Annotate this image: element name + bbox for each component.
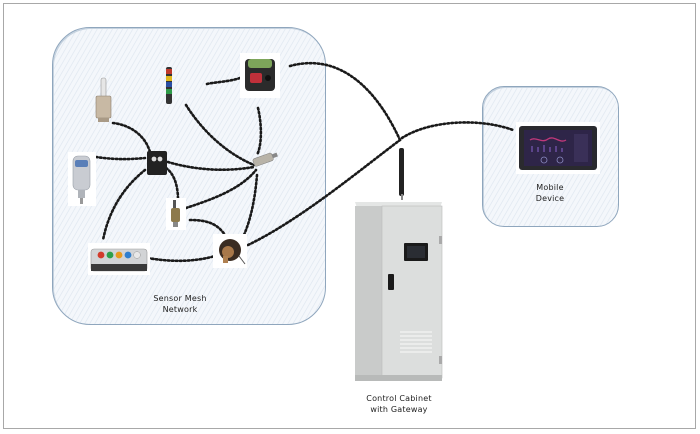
proximity-sensor-icon[interactable] xyxy=(250,148,280,170)
sensor-mesh-label-line1: Sensor Mesh xyxy=(153,294,207,303)
link-stack-to-prox-a xyxy=(184,103,256,167)
link-encoder-to-gateway xyxy=(246,138,402,247)
link-photo-to-stack xyxy=(205,76,242,86)
mobile-device-label-line1: Mobile xyxy=(536,183,564,192)
limit-switch-icon[interactable] xyxy=(92,76,118,124)
link-prox-b-to-prox-a xyxy=(184,168,258,210)
link-prox-a-to-encoder xyxy=(238,173,259,245)
link-buttons-to-encoder xyxy=(146,254,217,263)
mobile-device-label: Mobile Device xyxy=(500,182,600,204)
control-cabinet-icon[interactable] xyxy=(352,146,446,386)
link-photo-to-gateway xyxy=(288,61,402,142)
link-pressure-to-vision xyxy=(94,155,147,161)
link-vision-to-prox-a xyxy=(166,160,256,172)
mobile-device-label-line2: Device xyxy=(535,194,565,203)
photoelectric-sensor-icon[interactable] xyxy=(240,53,280,98)
tablet-icon[interactable] xyxy=(516,122,600,174)
link-vision-to-prox-b xyxy=(164,166,180,202)
link-gateway-to-tablet xyxy=(400,121,515,140)
rotary-encoder-icon[interactable] xyxy=(213,234,247,268)
control-cabinet-label: Control Cabinet with Gateway xyxy=(344,393,454,415)
sensor-mesh-label-line2: Network xyxy=(162,305,198,314)
link-vision-to-buttons xyxy=(101,168,147,242)
small-proximity-sensor-icon[interactable] xyxy=(166,198,186,230)
sensor-mesh-network-group xyxy=(52,27,326,325)
control-cabinet-label-line2: with Gateway xyxy=(370,405,428,414)
stack-light-icon[interactable] xyxy=(162,66,176,106)
compact-sensor-icon[interactable] xyxy=(145,148,169,178)
control-cabinet-label-line1: Control Cabinet xyxy=(366,394,432,403)
sensor-mesh-label: Sensor Mesh Network xyxy=(130,293,230,315)
link-limit-to-vision xyxy=(111,121,152,154)
link-photo-to-prox-a xyxy=(255,106,263,157)
push-button-station-icon[interactable] xyxy=(88,243,150,275)
pressure-sensor-icon[interactable] xyxy=(68,152,96,206)
antenna-icon xyxy=(399,148,404,196)
